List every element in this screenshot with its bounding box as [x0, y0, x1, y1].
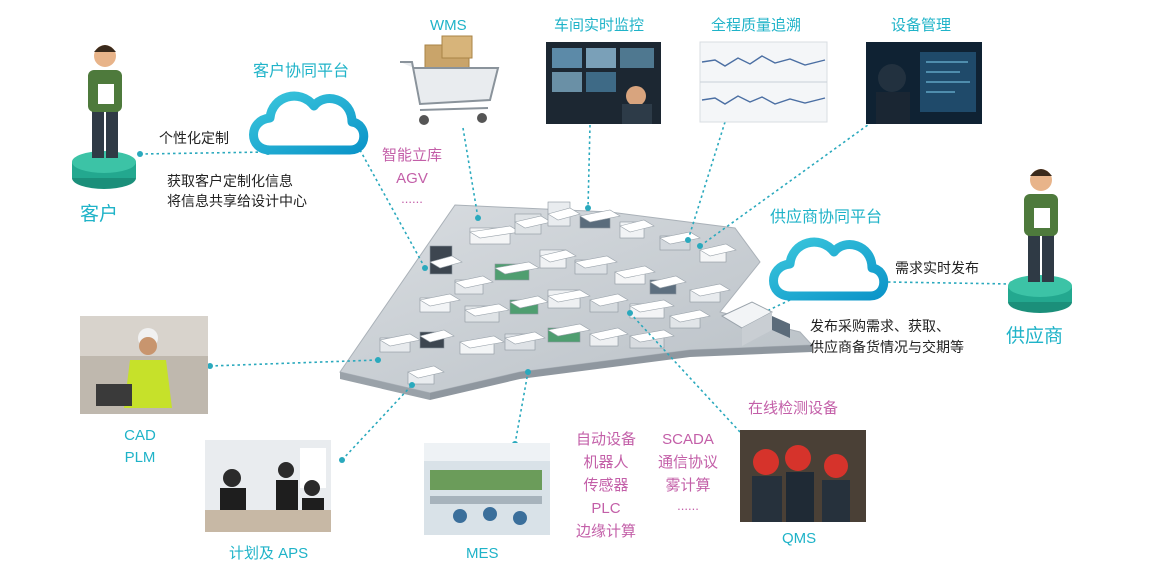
customer-link-line — [139, 151, 269, 155]
factory-machine-top — [547, 207, 581, 221]
equipment-label: 设备管理 — [891, 17, 952, 34]
warehouse-item: 智能立库 — [381, 147, 442, 164]
factory-machine-top — [579, 209, 621, 223]
cloud-to-factory-line — [359, 149, 426, 269]
supplier-desc-line1: 发布采购需求、获取、 — [810, 318, 950, 334]
device-item: 传感器 — [583, 477, 629, 494]
monitor-label: 车间实时监控 — [554, 17, 645, 34]
quality-chart-photo — [699, 41, 828, 123]
factory-machine-top — [619, 219, 655, 233]
factory-machine-top — [459, 335, 505, 349]
warehouse-item: ...... — [401, 191, 423, 206]
factory-machine-top — [407, 365, 445, 379]
shopping-cart-icon — [400, 35, 500, 125]
factory-machine-top — [547, 289, 591, 303]
factory-machine-top — [589, 293, 629, 307]
aps-photo — [205, 440, 331, 532]
device-item: 雾计算 — [665, 477, 711, 494]
warehouse-items: 智能立库 AGV ...... — [368, 144, 456, 208]
customer-person-icon — [72, 45, 136, 189]
factory-machine-top — [659, 231, 701, 245]
factory-machine-top — [629, 329, 675, 343]
device-item: 机器人 — [583, 454, 629, 471]
factory-machine-top — [454, 275, 494, 289]
truck-icon — [720, 301, 790, 346]
supplier-platform-label: 供应商协同平台 — [770, 209, 883, 226]
plm-label: PLM — [124, 449, 156, 466]
cad-line — [209, 359, 379, 367]
device-item: 通信协议 — [657, 454, 718, 471]
device-item: PLC — [591, 500, 621, 517]
factory-machine-top — [539, 249, 577, 263]
customer-name: 客户 — [80, 204, 119, 225]
quality-label: 全程质量追溯 — [711, 17, 802, 34]
factory-machine-top — [614, 265, 656, 279]
factory-machine-top — [504, 331, 546, 345]
factory-machine-top — [419, 293, 461, 307]
customer-link-label: 个性化定制 — [159, 130, 229, 146]
wms-line — [462, 127, 479, 219]
factory-machine-top — [589, 327, 629, 341]
mes-line — [514, 371, 529, 445]
customer-platform-label: 客户协同平台 — [253, 63, 350, 80]
device-item: 边缘计算 — [575, 523, 636, 540]
inspection-label: 在线检测设备 — [748, 400, 839, 417]
equipment-line — [699, 121, 873, 247]
customer-cloud-icon — [249, 91, 369, 155]
dotted-connectors — [139, 121, 1013, 461]
wms-label: WMS — [430, 17, 467, 34]
mes-label: MES — [466, 545, 499, 562]
supplier-link-label: 需求实时发布 — [895, 260, 979, 276]
cad-photo — [80, 316, 208, 414]
quality-line — [687, 121, 726, 241]
device-list-col1: 自动设备 机器人 传感器 PLC 边缘计算 — [562, 428, 650, 543]
factory-machines — [379, 201, 737, 385]
factory-machine-top — [699, 243, 737, 257]
equipment-photo — [866, 42, 982, 124]
cad-label: CAD — [124, 427, 156, 444]
warehouse-item: AGV — [396, 170, 428, 187]
factory-machine-top — [494, 261, 540, 275]
qms-label: QMS — [782, 530, 817, 547]
monitor-line — [587, 124, 591, 209]
qms-photo — [740, 430, 866, 522]
aps-label: 计划及 APS — [229, 545, 309, 562]
factory-machine-top — [419, 329, 455, 343]
factory-machine-top — [464, 303, 510, 317]
customer-desc-line2: 将信息共享给设计中心 — [167, 193, 307, 209]
device-item: ...... — [677, 498, 699, 513]
device-list-col2: SCADA 通信协议 雾计算 ...... — [644, 428, 732, 515]
supplier-link-line — [887, 281, 1013, 285]
supplier-name: 供应商 — [1006, 326, 1064, 347]
aps-line — [341, 384, 413, 461]
factory-machine-top — [629, 299, 675, 313]
supplier-cloud-icon — [769, 237, 889, 301]
device-item: 自动设备 — [575, 431, 636, 448]
monitor-photo — [546, 42, 661, 124]
mes-photo — [424, 443, 550, 535]
factory-machine-top — [429, 255, 463, 269]
factory-machine-top — [574, 255, 618, 269]
device-item: SCADA — [662, 431, 714, 448]
factory-machine-top — [689, 283, 731, 297]
supplier-desc-line2: 供应商备货情况与交期等 — [810, 339, 964, 355]
factory-machine-top — [669, 309, 711, 323]
supplier-person-icon — [1008, 169, 1072, 313]
factory-machine-top — [649, 275, 687, 289]
customer-desc-line1: 获取客户定制化信息 — [167, 173, 293, 189]
factory-machine-top — [547, 323, 591, 337]
